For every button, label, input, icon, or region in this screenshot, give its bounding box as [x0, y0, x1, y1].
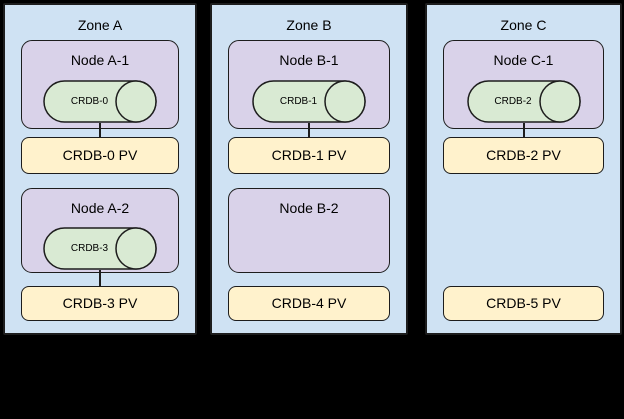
crdb-4-pv-box: CRDB-4 PV — [228, 286, 390, 321]
crdb-5-pv-box: CRDB-5 PV — [443, 286, 604, 321]
zone-b-box: Zone B Node B-1 CRDB-1 CRDB-1 PV Node B-… — [210, 3, 408, 335]
node-b2-label: Node B-2 — [279, 200, 339, 216]
zone-b-label: Zone B — [286, 17, 332, 33]
crdb-2-pod-label: CRDB-2 — [494, 96, 532, 107]
node-c1-box: Node C-1 CRDB-2 — [443, 40, 604, 129]
crdb-3-pod-label: CRDB-3 — [70, 243, 109, 254]
connector-line — [308, 123, 310, 138]
connector-line — [99, 123, 101, 138]
node-b2-box: Node B-2 — [228, 188, 390, 273]
crdb-1-pv-box: CRDB-1 PV — [228, 137, 390, 174]
node-a1-box: Node A-1 CRDB-0 — [21, 40, 179, 129]
node-a2-box: Node A-2 CRDB-3 — [21, 188, 179, 273]
crdb-1-pod-label: CRDB-1 — [279, 96, 318, 107]
crdb-3-pod-cylinder-icon: CRDB-3 — [43, 227, 157, 270]
node-c1-label: Node C-1 — [493, 52, 554, 68]
node-a1-label: Node A-1 — [70, 52, 130, 68]
crdb-2-pod-cylinder-icon: CRDB-2 — [466, 80, 581, 123]
connector-line — [522, 123, 525, 138]
node-b1-label: Node B-1 — [279, 52, 339, 68]
crdb-0-pv-box: CRDB-0 PV — [21, 137, 179, 174]
crdb-0-pod-cylinder-icon: CRDB-0 — [43, 80, 157, 123]
zone-c-box: Zone C Node C-1 CRDB-2 CRDB-2 PV CRDB-5 … — [425, 3, 622, 335]
crdb-1-pod-cylinder-icon: CRDB-1 — [252, 80, 366, 123]
crdb-3-pv-box: CRDB-3 PV — [21, 286, 179, 321]
zone-a-label: Zone A — [77, 17, 123, 33]
node-a2-label: Node A-2 — [70, 200, 130, 216]
zone-a-box: Zone A Node A-1 CRDB-0 CRDB-0 PV Node A-… — [3, 3, 197, 335]
crdb-2-pv-box: CRDB-2 PV — [443, 137, 604, 174]
node-b1-box: Node B-1 CRDB-1 — [228, 40, 390, 129]
zone-c-label: Zone C — [500, 17, 547, 33]
crdb-0-pod-label: CRDB-0 — [70, 96, 109, 107]
connector-line — [99, 270, 101, 287]
